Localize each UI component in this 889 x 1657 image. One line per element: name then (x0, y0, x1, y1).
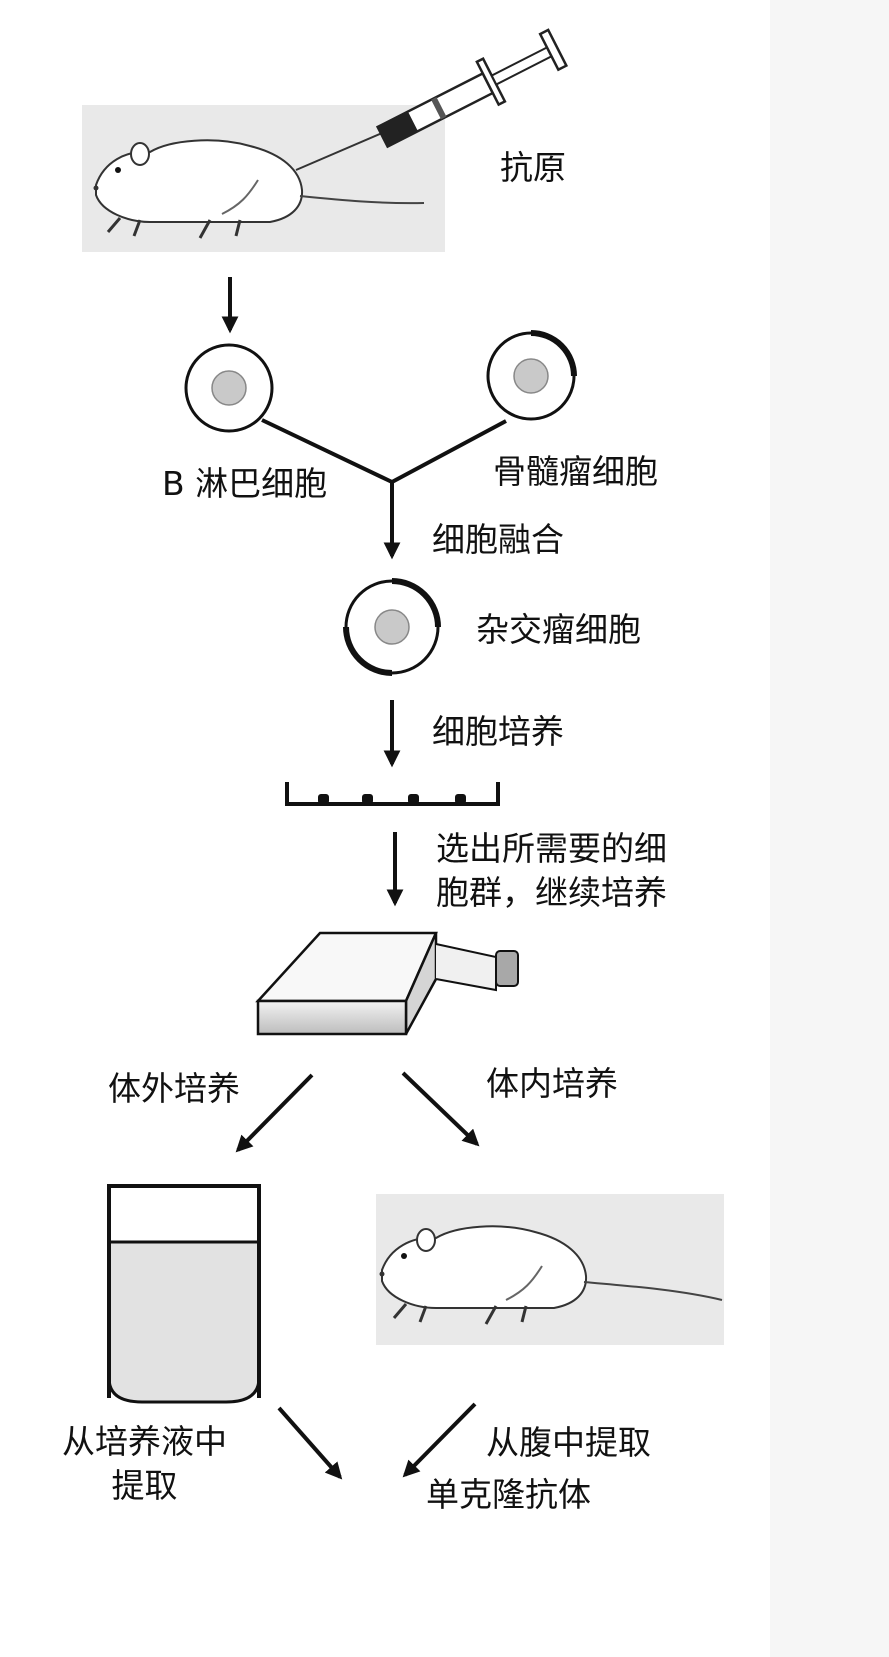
culture-flask-icon (255, 931, 519, 1036)
hybridoma-cell (343, 578, 441, 676)
mouse-icon (93, 139, 425, 239)
label-culture: 细胞培养 (432, 712, 564, 751)
fusion-connector (261, 418, 507, 560)
arrow-extract-medium (277, 1406, 343, 1480)
label-from-abdomen: 从腹中提取 (486, 1423, 651, 1462)
beaker-icon (107, 1184, 261, 1404)
myeloma-cell (486, 330, 577, 421)
label-select: 选出所需要的细 胞群，继续培养 (436, 829, 667, 912)
arrow-extract-abdomen (402, 1402, 477, 1478)
label-from-medium: 从培养液中 提取 (62, 1422, 227, 1505)
label-antigen: 抗原 (500, 148, 566, 187)
arrow-in-vivo (401, 1071, 480, 1147)
b-lymphocyte-cell (184, 343, 274, 433)
culture-plate-icon (285, 782, 500, 806)
label-in-vivo: 体内培养 (486, 1064, 618, 1103)
mouse-syringe-photo (82, 28, 569, 252)
label-b-lymphocyte: B 淋巴细胞 (162, 464, 328, 503)
label-product: 单克隆抗体 (426, 1475, 591, 1514)
right-margin-panel (770, 0, 889, 1657)
label-myeloma: 骨髓瘤细胞 (493, 452, 658, 491)
mouse-icon (379, 1225, 723, 1325)
label-in-vitro: 体外培养 (108, 1069, 240, 1108)
mouse-photo-bottom (376, 1194, 724, 1345)
label-fusion: 细胞融合 (432, 520, 564, 559)
label-hybridoma: 杂交瘤细胞 (476, 610, 641, 649)
syringe-icon (295, 28, 569, 171)
arrow-in-vitro (235, 1073, 314, 1153)
